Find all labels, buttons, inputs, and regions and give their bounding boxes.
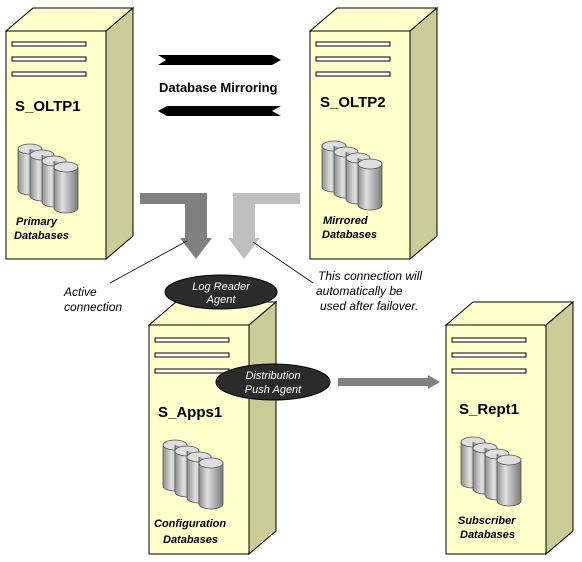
database-label-line2: Databases xyxy=(163,534,218,546)
drive-bay xyxy=(11,56,87,62)
active-note-line2: connection xyxy=(64,300,122,314)
server-name: S_Apps1 xyxy=(158,404,222,421)
database-label-line2: Databases xyxy=(460,529,515,541)
server-front-panel xyxy=(148,324,250,555)
database-label-line1: Mirrored xyxy=(323,215,368,227)
log-reader-agent: Log Reader Agent xyxy=(164,274,278,310)
agent-label-line1: Distribution xyxy=(245,370,300,382)
drive-bay xyxy=(154,368,230,374)
active-note-line1: Active xyxy=(63,285,97,299)
failover-note-line1: This connection will xyxy=(318,269,422,283)
server-name: S_OLTP2 xyxy=(320,94,386,111)
drive-bay xyxy=(315,71,391,77)
server-side-panel xyxy=(248,300,277,556)
server-side-panel xyxy=(545,300,574,556)
mirroring-arrow-left xyxy=(158,106,281,116)
drive-bay xyxy=(451,337,527,343)
database-cylinder-icon xyxy=(460,436,522,507)
server-side-panel xyxy=(409,6,438,261)
database-label-line2: Databases xyxy=(322,229,377,241)
agent-label-line2: Agent xyxy=(206,294,237,306)
failover-callout-line xyxy=(252,241,314,284)
distribution-arrow xyxy=(338,375,440,389)
failover-note-line2: automatically be xyxy=(316,284,403,298)
active-connection-arrow xyxy=(140,193,212,259)
mirroring-label: Database Mirroring xyxy=(159,80,278,95)
drive-bay xyxy=(11,71,87,77)
drive-bay xyxy=(315,56,391,62)
database-label-line1: Configuration xyxy=(154,518,226,530)
failover-connection-arrow xyxy=(228,193,300,259)
server-s-rept1: S_Rept1 Subscriber Databases xyxy=(444,300,575,556)
drive-bay xyxy=(154,337,230,343)
server-name: S_Rept1 xyxy=(459,401,519,418)
drive-bay xyxy=(154,352,230,358)
agent-label-line2: Push Agent xyxy=(245,384,302,396)
drive-bay xyxy=(451,352,527,358)
database-cylinder-icon xyxy=(17,143,79,214)
database-cylinder-icon xyxy=(162,439,224,510)
server-s-oltp2: S_OLTP2 Mirrored Databases xyxy=(308,6,439,261)
drive-bay xyxy=(11,41,87,47)
mirroring-arrow-right xyxy=(158,55,281,65)
server-s-oltp1: S_OLTP1 Primary Databases xyxy=(4,6,135,261)
database-label-line1: Subscriber xyxy=(458,515,516,527)
failover-note-line3: used after failover. xyxy=(320,299,418,313)
database-label-line2: Databases xyxy=(14,230,69,242)
database-label-line1: Primary xyxy=(16,216,58,228)
active-callout-line xyxy=(109,240,188,284)
distribution-push-agent: Distribution Push Agent xyxy=(215,363,331,401)
agent-label-line1: Log Reader xyxy=(192,281,251,293)
server-s-apps1: S_Apps1 Configuration Databases xyxy=(147,300,278,556)
server-name: S_OLTP1 xyxy=(15,98,81,115)
server-side-panel xyxy=(105,6,134,261)
database-cylinder-icon xyxy=(321,140,383,211)
drive-bay xyxy=(315,41,391,47)
drive-bay xyxy=(451,368,527,374)
